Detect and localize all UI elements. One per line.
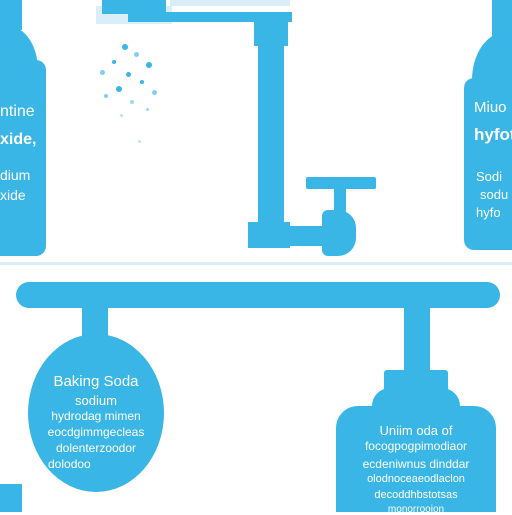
- right-tank-line-3: ecdeniwnus dinddar: [362, 457, 470, 471]
- right-tank-line-2: focogpogpimodiaor: [364, 439, 468, 453]
- right-drop-pipe: [404, 304, 430, 370]
- right-tank-body: Uniim oda of focogpogpimodiaor ecdeniwnu…: [336, 406, 496, 515]
- baking-soda-line-1: sodium: [75, 393, 117, 408]
- right-bottle-neck: [492, 0, 512, 40]
- divider-line: [0, 262, 512, 265]
- particle: [152, 90, 157, 95]
- left-bottle-neck: [0, 0, 22, 30]
- pipe-base-block: [248, 222, 290, 248]
- right-tank-line-6: monorrooion: [387, 504, 445, 515]
- bottom-left-fragment: [0, 484, 22, 512]
- particle: [126, 72, 131, 77]
- right-tank-line-1: Uniim oda of: [379, 423, 453, 438]
- particle: [146, 62, 152, 68]
- particle: [146, 108, 149, 111]
- particle: [116, 86, 122, 92]
- faucet-horizontal-pipe: [128, 12, 292, 22]
- baking-soda-title: Baking Soda: [53, 373, 139, 390]
- particle: [112, 60, 116, 64]
- pipe-joint-top: [254, 14, 288, 46]
- baking-soda-circle: Baking Soda sodium hydrodag mimen eocdgi…: [28, 334, 164, 492]
- valve-handle-bar: [306, 177, 376, 189]
- right-bottle-label-line-1: Miuo: [474, 99, 507, 116]
- right-bottle-body: Miuo hyfot Sodi sodu hyfo: [464, 78, 512, 250]
- right-bottle-label-line-4: sodu: [480, 187, 509, 202]
- valve-stem: [334, 188, 346, 214]
- particle: [140, 80, 144, 84]
- pipe-highlight: [170, 0, 290, 6]
- baking-soda-line-2: hydrodag mimen: [51, 409, 141, 423]
- right-tank-cap: [384, 370, 448, 392]
- left-bottle-body: ntine xide, dium xide: [0, 60, 46, 256]
- left-drop-pipe: [82, 304, 108, 338]
- particle: [100, 70, 105, 75]
- left-bottle-label-line-1: ntine: [0, 103, 35, 120]
- particle: [122, 44, 128, 50]
- distribution-pipe: [16, 282, 500, 308]
- right-bottle-label-line-3: Sodi: [476, 169, 503, 184]
- left-bottle-label-line-2: xide,: [0, 131, 37, 148]
- left-bottle-label-line-3: dium: [0, 167, 31, 183]
- particle: [130, 100, 134, 104]
- particle: [120, 114, 123, 117]
- right-bottle-label-line-5: hyfo: [476, 205, 501, 220]
- left-bottle-label-line-4: xide: [0, 187, 26, 203]
- baking-soda-line-3: eocdgimmgecleas: [47, 425, 145, 439]
- baking-soda-line-4: dolenterzoodor: [55, 441, 137, 455]
- particle: [104, 94, 108, 98]
- right-tank-line-4: olodnoceaeodlaclon: [367, 473, 465, 485]
- particle: [134, 52, 139, 57]
- faucet-spout: [102, 0, 166, 14]
- right-tank-line-5: decoddhbstotsas: [374, 489, 458, 501]
- p-trap-connector: [288, 226, 328, 246]
- right-bottle-label-line-2: hyfot: [474, 125, 512, 144]
- p-trap-bend: [322, 210, 356, 256]
- vertical-pipe: [258, 44, 284, 226]
- particle: [138, 140, 141, 143]
- baking-soda-line-5: dolodoo: [48, 457, 91, 471]
